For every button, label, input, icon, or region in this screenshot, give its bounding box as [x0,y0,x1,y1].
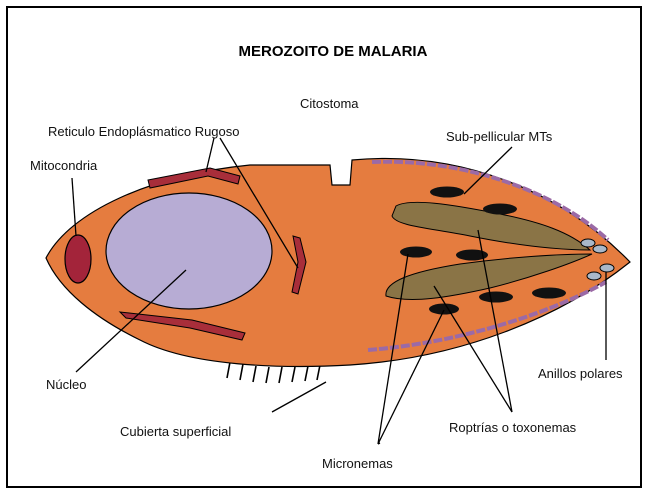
label-subpellicular: Sub-pellicular MTs [446,129,553,144]
label-anillos: Anillos polares [538,366,623,381]
label-mitocondria: Mitocondria [30,158,98,173]
diagram-title: MEROZOITO DE MALARIA [239,43,428,60]
mitochondrion [65,235,91,283]
label-reticulo: Reticulo Endoplásmatico Rugoso [48,124,240,139]
label-citostoma: Citostoma [300,96,359,111]
microneme [479,292,513,303]
label-cubierta: Cubierta superficial [120,424,231,439]
nucleus [106,193,272,309]
polar-ring [600,264,614,272]
microneme [430,187,464,198]
label-nucleo: Núcleo [46,377,86,392]
microneme [532,288,566,299]
polar-ring [587,272,601,280]
microneme [400,247,432,258]
label-micronemas: Micronemas [322,456,393,471]
polar-ring [581,239,595,247]
label-roptrias: Roptrías o toxonemas [449,420,577,435]
polar-ring [593,245,607,253]
microneme [429,304,459,315]
microneme [483,204,517,215]
